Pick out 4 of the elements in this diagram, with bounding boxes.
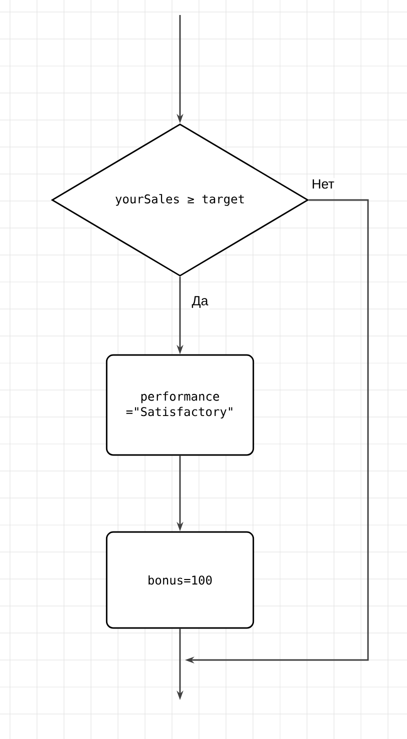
- edge-label: Да: [190, 294, 210, 310]
- process-box: bonus=100: [106, 531, 254, 629]
- process-box: performance ="Satisfactory": [106, 354, 254, 456]
- edge-label: Нет: [310, 178, 336, 190]
